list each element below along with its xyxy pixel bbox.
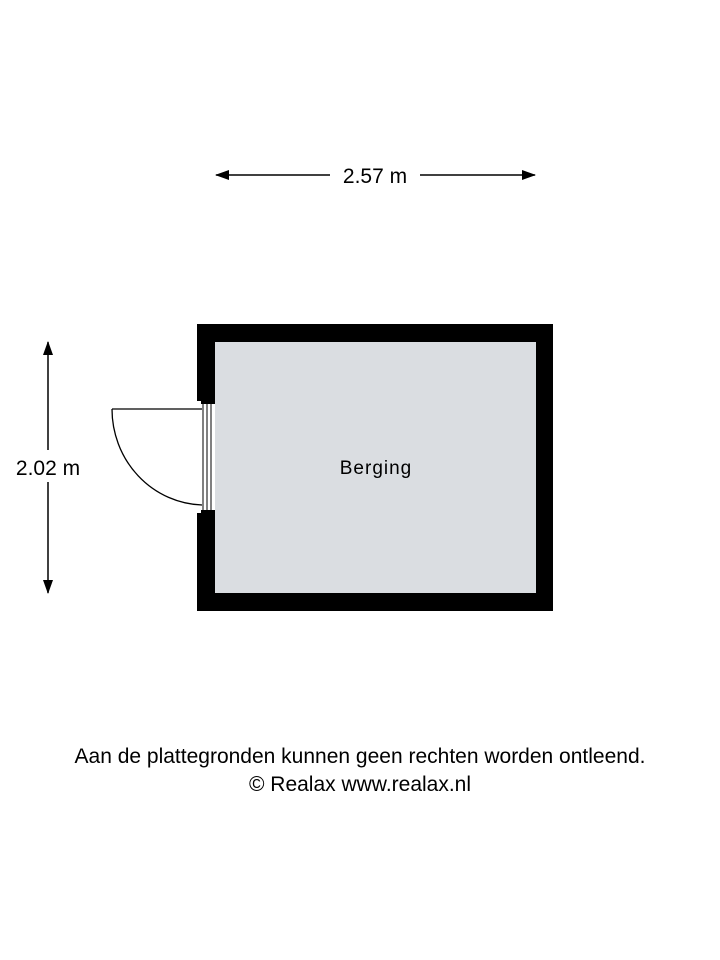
height-label: 2.02 m bbox=[16, 457, 80, 480]
door-arc bbox=[111, 408, 203, 506]
room-floor bbox=[215, 342, 536, 593]
width-label: 2.57 m bbox=[343, 165, 407, 188]
width-dimension: 2.57 m bbox=[215, 165, 536, 188]
room-berging: Berging bbox=[197, 324, 553, 611]
copyright-text: © Realax www.realax.nl bbox=[248, 773, 472, 796]
door-opening bbox=[197, 401, 215, 513]
height-dimension: 2.02 m bbox=[16, 341, 80, 594]
door-jamb-bottom bbox=[201, 510, 215, 513]
disclaimer-text: Aan de plattegronden kunnen geen rechten… bbox=[74, 745, 646, 768]
room-label: Berging bbox=[340, 458, 413, 479]
door-swing bbox=[111, 408, 203, 506]
door-jamb-top bbox=[201, 401, 215, 404]
